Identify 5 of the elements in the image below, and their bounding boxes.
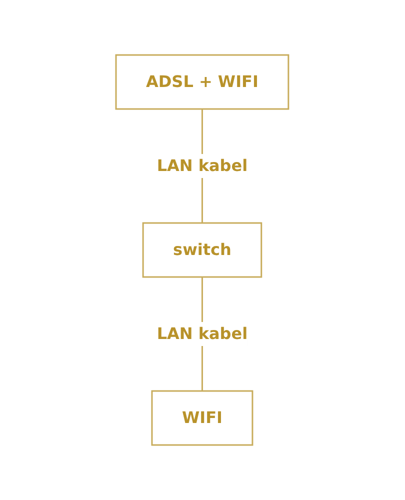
edge-label: LAN kabel bbox=[157, 324, 248, 343]
node-box: switch bbox=[142, 222, 262, 278]
edge-label: LAN kabel bbox=[157, 156, 248, 175]
node-box: WIFI bbox=[152, 390, 254, 446]
node-box: ADSL + WIFI bbox=[116, 54, 290, 110]
